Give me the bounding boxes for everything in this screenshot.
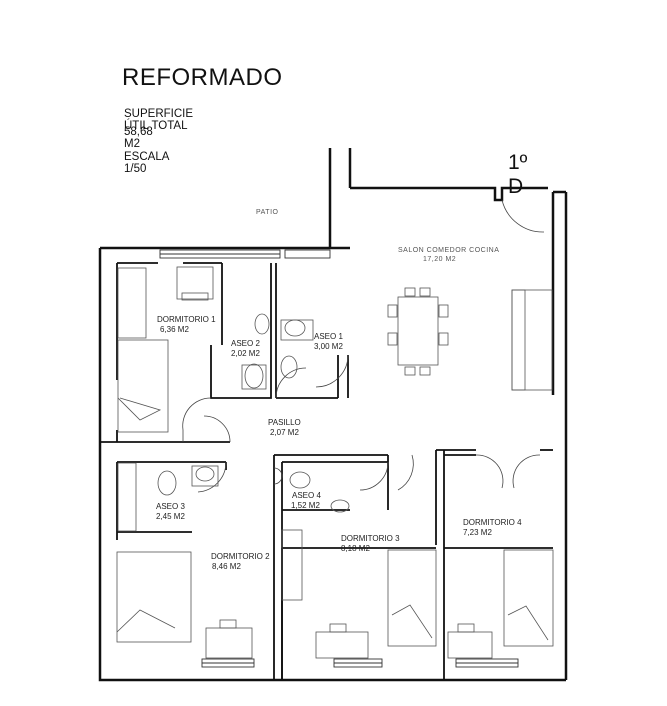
room-dorm1-name: DORMITORIO 1 — [157, 315, 216, 324]
room-aseo3-area: 2,45 M2 — [156, 512, 185, 521]
plan-title: REFORMADO — [122, 64, 283, 91]
room-patio-label: PATIO — [256, 209, 279, 216]
room-aseo1-area: 3,00 M2 — [314, 342, 343, 351]
room-pasillo-name: PASILLO — [268, 418, 301, 427]
windows — [159, 249, 519, 668]
room-salon-name: SALON COMEDOR COCINA — [398, 247, 499, 254]
room-aseo1-name: ASEO 1 — [314, 332, 343, 341]
furniture — [116, 266, 554, 659]
room-aseo4-area: 1,52 M2 — [291, 501, 320, 510]
room-aseo4-name: ASEO 4 — [292, 491, 321, 500]
room-dorm1-area: 6,36 M2 — [160, 325, 189, 334]
room-aseo3-name: ASEO 3 — [156, 502, 185, 511]
room-dorm4-area: 7,23 M2 — [463, 528, 492, 537]
room-dorm2-area: 8,46 M2 — [212, 562, 241, 571]
surface-value: 58,68 M2 — [124, 126, 153, 150]
scale-label: ESCALA 1/50 — [124, 151, 169, 175]
room-dorm3-name: DORMITORIO 3 — [341, 534, 400, 543]
room-salon-area: 17,20 M2 — [423, 256, 456, 263]
room-pasillo-area: 2,07 M2 — [270, 428, 299, 437]
exterior-walls — [98, 148, 568, 682]
room-aseo2-area: 2,02 M2 — [231, 349, 260, 358]
surface-label: SUPERFICIE ÚTIL TOTAL — [124, 108, 194, 132]
room-dorm3-area: 8,18 M2 — [341, 544, 370, 553]
room-aseo2-name: ASEO 2 — [231, 339, 260, 348]
room-dorm2-name: DORMITORIO 2 — [211, 552, 270, 561]
floor-id: 1º D — [508, 151, 528, 198]
room-dorm4-name: DORMITORIO 4 — [463, 518, 522, 527]
